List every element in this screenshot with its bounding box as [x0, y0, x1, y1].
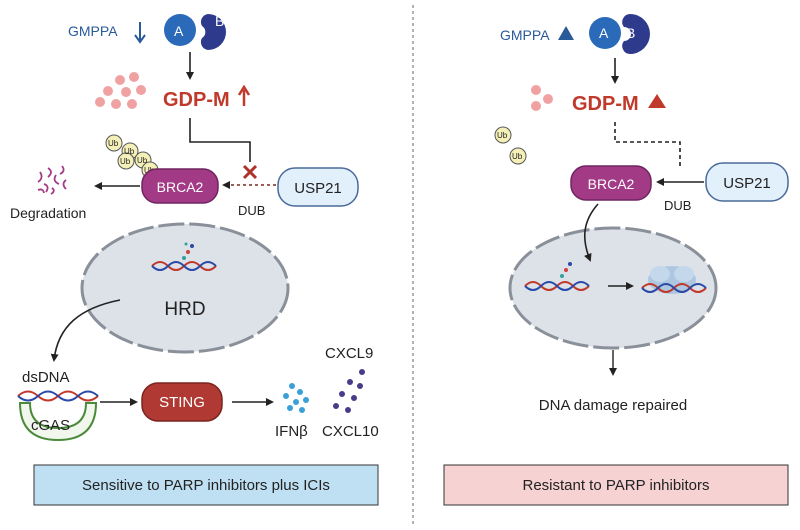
right-panel: GMPPA A B GDP-M Ub Ub BRCA2 USP21 DUB: [443, 14, 789, 506]
cxcl-molecules-icon: [333, 369, 365, 413]
repaired-label: DNA damage repaired: [539, 397, 687, 414]
resistant-banner-label: Resistant to PARP inhibitors: [522, 477, 709, 494]
cxcl9-label: CXCL9: [325, 345, 373, 362]
dub-label: DUB: [664, 198, 691, 213]
protein-b-icon: [622, 14, 650, 54]
cgas-enzyme-icon: [18, 402, 98, 442]
up-arrow-icon: [237, 84, 251, 106]
damaged-dna-icon: [151, 242, 217, 271]
ub-label: Ub: [137, 156, 148, 165]
brca2-label: BRCA2: [588, 176, 635, 192]
degraded-protein-icon: [37, 165, 67, 195]
ifnb-label: IFNβ: [275, 423, 308, 440]
protein-b-label: B: [626, 25, 635, 41]
usp21-label: USP21: [723, 175, 771, 192]
weak-inhibition-line: [614, 122, 681, 166]
sensitive-banner-label: Sensitive to PARP inhibitors plus ICIs: [82, 477, 330, 494]
sting-box: [141, 382, 223, 422]
release-arrow: [50, 299, 121, 362]
gdpm-molecules-icon: [95, 72, 146, 109]
ub-label: Ub: [108, 139, 119, 148]
protein-a-label: A: [599, 25, 609, 41]
protein-b-icon: [200, 14, 226, 50]
sensitive-banner: [33, 464, 379, 506]
gdpm-molecules-icon: [531, 85, 553, 111]
usp21-box: [705, 162, 789, 202]
ub-label: Ub: [512, 152, 523, 161]
nucleus: [80, 222, 290, 354]
cxcl10-label: CXCL10: [322, 423, 379, 440]
gdpm-label: GDP-M: [163, 89, 230, 111]
inhibition-line: [189, 118, 251, 162]
brca2-box: [570, 165, 652, 201]
protein-b-label: B: [215, 13, 224, 29]
hrd-label: HRD: [164, 299, 205, 320]
gmppa-complex: A B: [589, 14, 650, 54]
gmppa-label: GMPPA: [500, 27, 550, 43]
free-ubiquitin-icon: Ub Ub: [494, 126, 527, 165]
repair-complex-icon: [641, 266, 707, 294]
brca2-label: BRCA2: [157, 179, 204, 195]
cgas-label: cGAS: [31, 417, 70, 434]
ub-label: Ub: [120, 157, 131, 166]
gmppa-label: GMPPA: [68, 23, 118, 39]
protein-a-icon: [164, 14, 196, 46]
dub-label: DUB: [238, 203, 265, 218]
block-x-icon: [242, 164, 258, 180]
protein-a-label: A: [174, 23, 184, 39]
damaged-dna-icon: [524, 262, 590, 291]
down-arrow-icon: [134, 22, 146, 44]
protein-a-icon: [589, 17, 621, 49]
ub-label: Ub: [497, 131, 508, 140]
ub-label: Ub: [124, 147, 135, 156]
left-panel: GMPPA A B GDP-M: [10, 13, 379, 506]
resistant-banner: [443, 464, 789, 506]
ifnb-molecules-icon: [283, 383, 309, 413]
nucleus: [508, 226, 718, 350]
dsdna-icon: [17, 390, 99, 402]
recruit-arrow: [583, 203, 599, 262]
usp21-box: [277, 167, 359, 207]
up-triangle-icon: [558, 26, 574, 40]
brca2-box: [141, 168, 219, 204]
usp21-label: USP21: [294, 180, 342, 197]
sting-label: STING: [159, 394, 205, 411]
gdpm-label: GDP-M: [572, 93, 639, 115]
up-triangle-icon: [648, 94, 666, 108]
dsdna-label: dsDNA: [22, 369, 70, 386]
gmppa-complex: A B: [164, 13, 226, 50]
degradation-label: Degradation: [10, 205, 86, 221]
